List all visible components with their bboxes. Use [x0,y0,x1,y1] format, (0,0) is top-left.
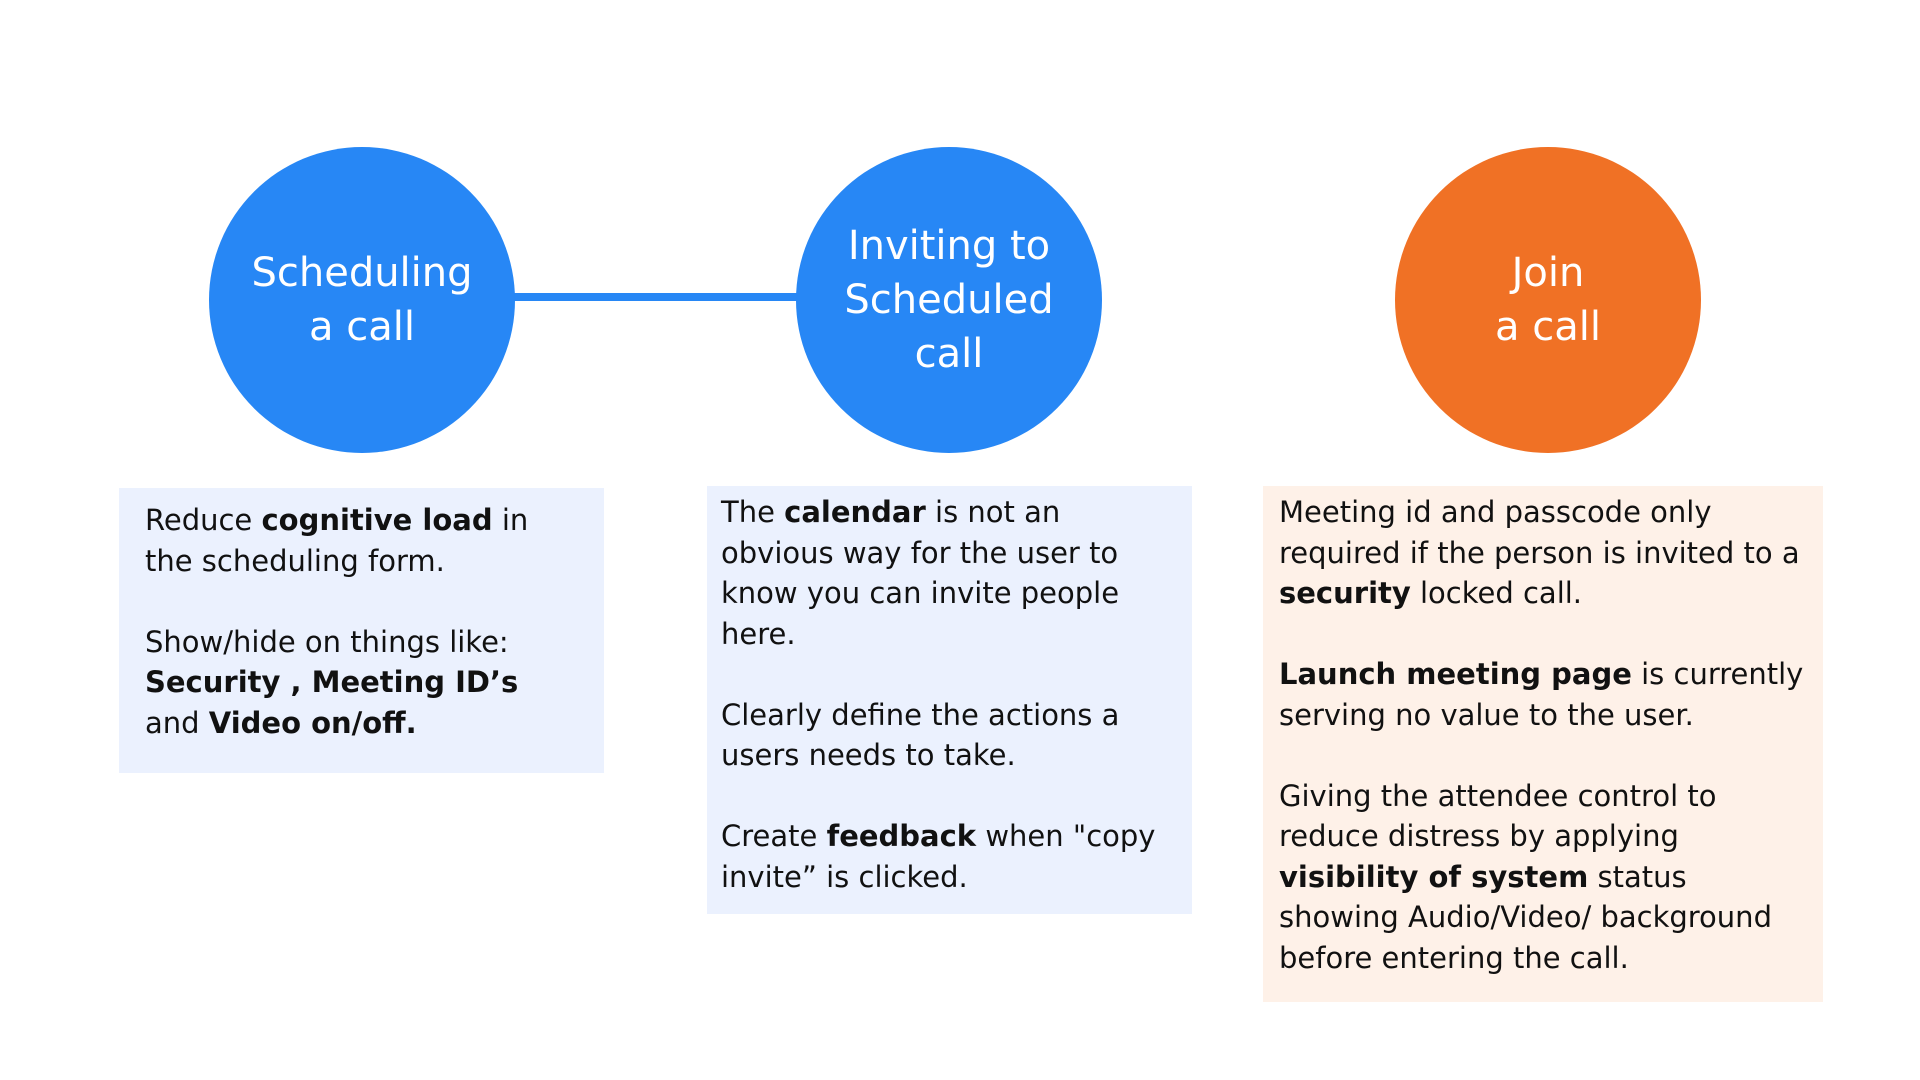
note-emphasis: feedback [826,819,977,853]
step-label: Join a call [1495,250,1601,350]
note-text: and [145,705,209,740]
note-emphasis: Launch meeting page [1279,657,1632,691]
note-text: locked call. [1410,576,1583,610]
note-paragraph: Clearly define the actions a users needs… [721,695,1178,776]
note-text: Reduce [145,503,262,537]
note-paragraph: Giving the attendee control to reduce di… [1279,776,1807,979]
note-text: is currently serving no value to the use… [1279,657,1804,732]
note-text: Meeting id and passcode only required if… [1279,495,1800,570]
note-emphasis: Video on/off. [208,705,417,740]
note-text: in the scheduling form. [145,503,529,578]
note-text: status showing Audio/Video/ background b… [1279,859,1772,975]
note-join: Meeting id and passcode only required if… [1263,486,1823,1002]
note-emphasis: calendar [784,495,926,529]
step-label: Scheduling a call [251,250,473,350]
note-text: Create [721,819,827,853]
note-text: is not an obvious way for the user to kn… [721,495,1120,651]
note-paragraph: Reduce cognitive load in the scheduling … [145,500,578,581]
connector-line [505,293,805,301]
note-text: Show/hide on things like: [145,624,509,659]
note-emphasis: visibility of system [1279,859,1589,894]
note-inviting: The calendar is not an obvious way for t… [707,486,1192,914]
note-paragraph: Meeting id and passcode only required if… [1279,492,1807,614]
note-paragraph: The calendar is not an obvious way for t… [721,492,1178,654]
note-text: Clearly define the actions a users needs… [721,697,1120,773]
note-text: Giving the attendee control to reduce di… [1279,778,1717,854]
note-emphasis: Security , Meeting ID’s [145,665,519,699]
note-scheduling: Reduce cognitive load in the scheduling … [119,488,604,773]
note-text: The [721,495,785,529]
step-label: Inviting to Scheduled call [844,223,1054,377]
note-paragraph: Launch meeting page is currently serving… [1279,654,1807,735]
note-emphasis: cognitive load [261,503,493,537]
note-paragraph: Create feedback when "copy invite” is cl… [721,816,1178,897]
note-text: when "copy invite” is clicked. [721,819,1156,894]
note-emphasis: security [1279,576,1411,610]
step-circle-join: Join a call [1395,147,1701,453]
note-paragraph: Show/hide on things like: Security , Mee… [145,622,578,744]
step-circle-scheduling: Scheduling a call [209,147,515,453]
step-circle-inviting: Inviting to Scheduled call [796,147,1102,453]
